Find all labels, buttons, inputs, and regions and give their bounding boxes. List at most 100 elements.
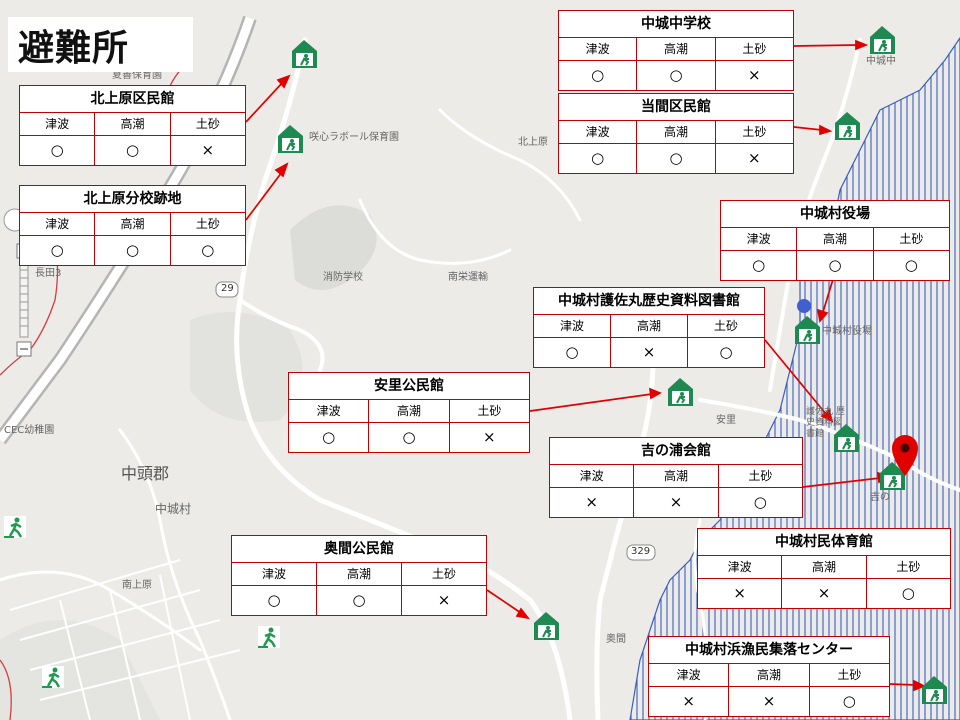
header-landslide: 土砂 [713,319,738,333]
map-label-cec-kindergarten: CEC幼稚園 [4,425,55,436]
map-label-okuma: 奥間 [606,634,626,645]
header-storm-surge: 高潮 [782,556,867,578]
page-title: 避難所 [18,28,130,69]
map-label-asato: 安里 [716,415,736,426]
map-label-nakagami-gun: 中頭郡 [121,464,170,483]
shelter-icon[interactable] [835,112,860,140]
shelter-name: 中城村民体育館 [698,529,950,556]
header-storm-surge: 高潮 [369,400,450,422]
value-storm-surge: × [611,338,688,367]
value-tsunami: × [550,488,635,517]
header-landslide: 土砂 [837,668,862,682]
header-storm-surge: 高潮 [95,213,171,235]
map-label-nakagusuku-village: 中城村 [155,502,192,516]
header-tsunami: 津波 [289,400,370,422]
route-shields [215,281,656,561]
value-tsunami: ○ [232,586,317,615]
map-label-minami-uehara: 南上原 [122,580,152,591]
shelter-name: 奥間公民館 [232,536,486,563]
map-label-village-office: 中城村役場 [822,326,872,337]
header-landslide: 土砂 [195,217,220,231]
header-landslide: 土砂 [742,125,767,139]
shelter-icon[interactable] [880,462,905,490]
header-tsunami: 津波 [20,113,96,135]
header-landslide: 土砂 [748,469,773,483]
page-title-box: 避難所 [8,17,193,72]
value-tsunami: × [649,687,730,716]
shelter-icon[interactable] [795,316,820,344]
evacuation-sign-icon [258,626,280,648]
value-storm-surge: × [782,579,867,608]
shelter-card-toma-kuminkan[interactable]: 当間区民館 津波高潮土砂 ○○× [558,93,794,174]
evacuation-sign-icon [42,666,64,688]
value-tsunami: × [698,579,783,608]
header-landslide: 土砂 [431,567,456,581]
shelter-icon[interactable] [292,40,317,68]
shelter-name: 中城村護佐丸歴史資料図書館 [534,288,764,315]
value-landslide: × [483,428,496,446]
shelter-name: 当間区民館 [559,94,793,121]
value-storm-surge: ○ [797,251,874,280]
shelter-icon[interactable] [870,26,895,54]
shelter-card-village-gym[interactable]: 中城村民体育館 津波高潮土砂 ××○ [697,528,951,609]
header-storm-surge: 高潮 [729,664,810,686]
shelter-card-nakagusuku-jhs[interactable]: 中城中学校 津波高潮土砂 ○○× [558,10,794,91]
shelter-name: 安里公民館 [289,373,529,400]
header-tsunami: 津波 [559,121,638,143]
value-tsunami: ○ [721,251,798,280]
shelter-name: 北上原区民館 [20,86,245,113]
shelter-card-asato-kominkan[interactable]: 安里公民館 津波高潮土砂 ○○× [288,372,530,453]
header-storm-surge: 高潮 [797,228,874,250]
header-tsunami: 津波 [20,213,96,235]
value-landslide: × [201,141,215,159]
value-landslide: ○ [901,584,915,602]
value-landslide: ○ [904,256,918,274]
shelter-card-village-office[interactable]: 中城村役場 津波高潮土砂 ○○○ [720,200,950,281]
value-landslide: × [748,149,761,167]
value-landslide: × [748,66,761,84]
value-tsunami: ○ [534,338,611,367]
header-tsunami: 津波 [649,664,730,686]
shelter-icons[interactable] [278,26,947,704]
value-storm-surge: × [729,687,810,716]
route-29-label: 29 [221,283,234,294]
shelter-icon[interactable] [668,378,693,406]
header-storm-surge: 高潮 [317,563,402,585]
shelter-icon[interactable] [922,676,947,704]
header-storm-surge: 高潮 [637,121,716,143]
header-storm-surge: 高潮 [611,315,688,337]
residential-streets [9,559,241,720]
header-storm-surge: 高潮 [634,465,719,487]
header-tsunami: 津波 [550,465,635,487]
value-tsunami: ○ [559,61,638,90]
shelter-card-okuma-kominkan[interactable]: 奥間公民館 津波高潮土砂 ○○× [231,535,487,616]
map-label-kita-uehara: 北上原 [518,137,548,148]
header-tsunami: 津波 [559,38,638,60]
header-landslide: 土砂 [742,42,767,56]
shelter-icon[interactable] [534,612,559,640]
shelter-card-kita-uehara-bunko[interactable]: 北上原分校跡地 津波高潮土砂 ○○○ [19,185,246,266]
map-label-nanei-unyu: 南栄運輸 [448,272,488,283]
header-landslide: 土砂 [477,404,502,418]
shelter-card-kita-uehara-kuminkan[interactable]: 北上原区民館 津波高潮土砂 ○○× [19,85,246,166]
shelter-card-gosamaru-library[interactable]: 中城村護佐丸歴史資料図書館 津波高潮土砂 ○×○ [533,287,765,368]
value-storm-surge: ○ [637,144,716,173]
shelter-name: 吉の浦会館 [550,438,802,465]
value-storm-surge: ○ [637,61,716,90]
value-storm-surge: × [634,488,719,517]
shelter-card-hama-fishing-center[interactable]: 中城村浜漁民集落センター 津波高潮土砂 ××○ [648,636,890,717]
route-329-label: 329 [631,546,651,557]
map-label-fire-school: 消防学校 [323,272,363,283]
map-label-nursery-top: 夏善保育園 [112,70,162,81]
shelter-icon[interactable] [278,125,303,153]
map-label-museum: 護佐丸 歴史資料図書館 [806,407,845,439]
header-landslide: 土砂 [896,560,921,574]
shelter-card-yoshinoura-kaikan[interactable]: 吉の浦会館 津波高潮土砂 ××○ [549,437,803,518]
value-storm-surge: ○ [95,236,171,265]
value-storm-surge: ○ [95,136,171,165]
value-landslide: ○ [719,343,733,361]
value-tsunami: ○ [20,136,96,165]
value-storm-surge: ○ [369,423,450,452]
location-pin-icon[interactable] [892,435,918,476]
shelter-icon[interactable] [834,424,859,452]
